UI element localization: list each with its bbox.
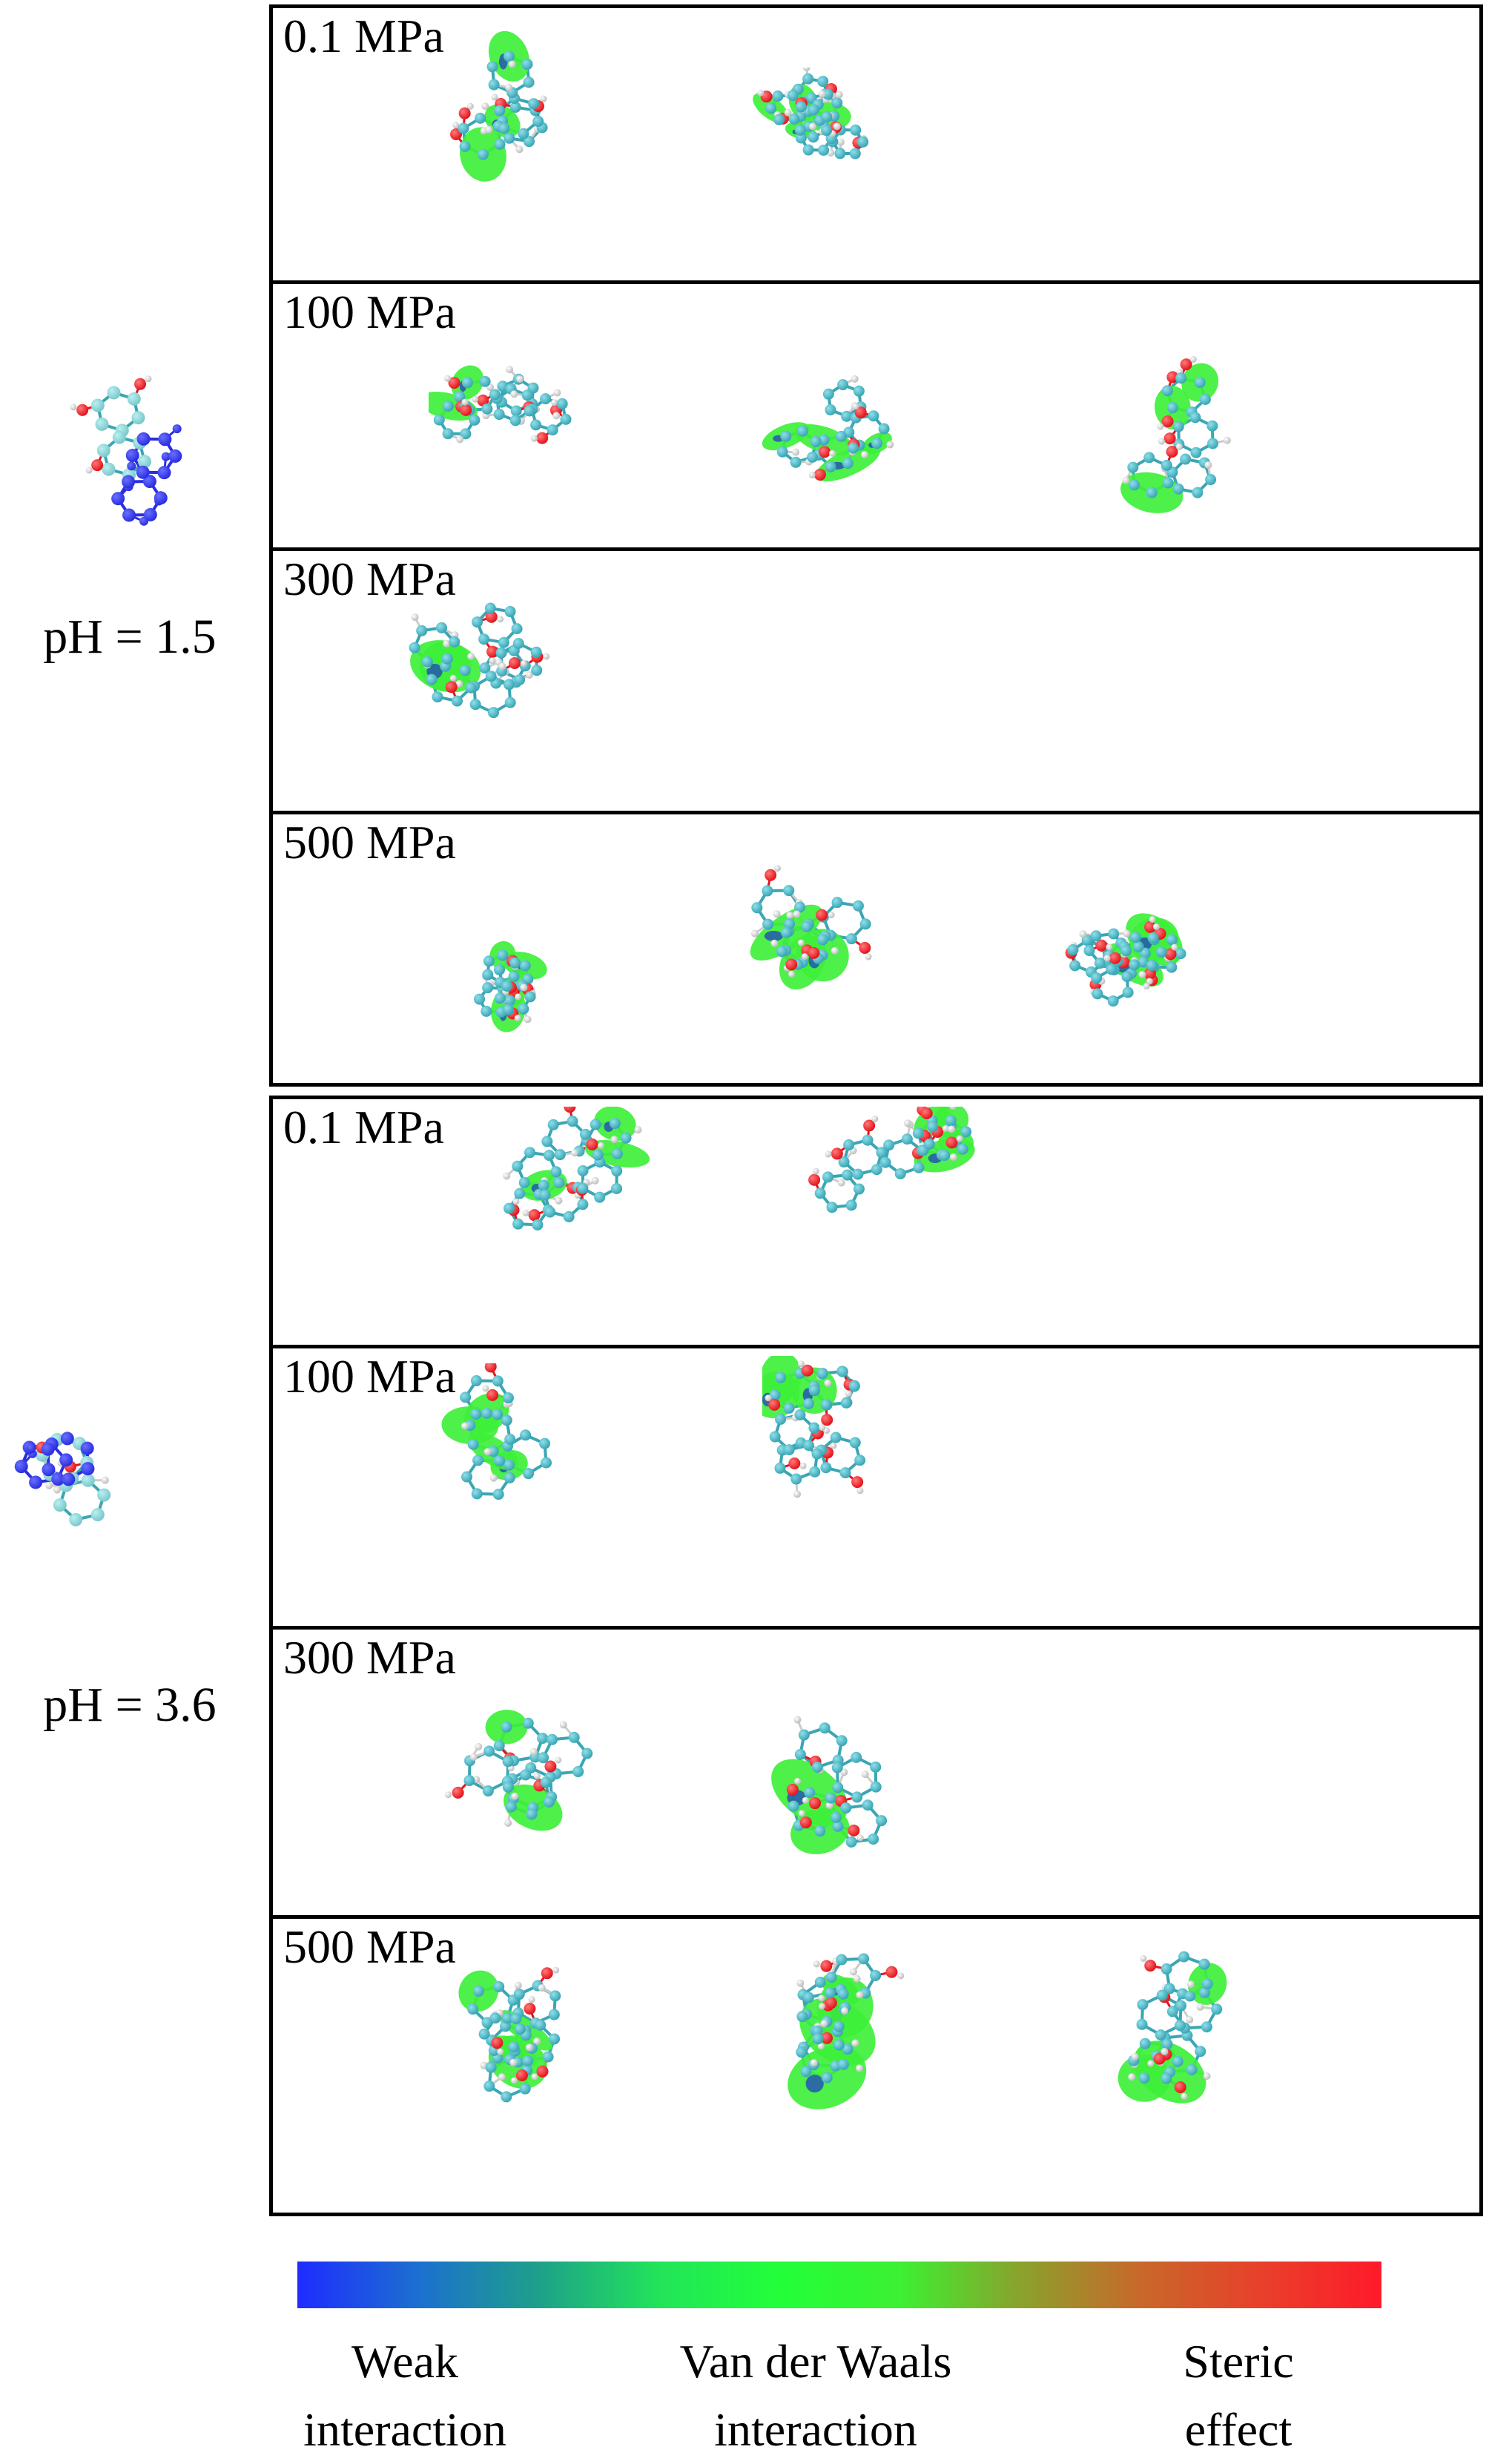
legend-label-weak: Weak interaction <box>303 2328 506 2464</box>
nci-structure <box>429 291 636 544</box>
panel-0-1-mpa: 0.1 MPa <box>273 8 1479 280</box>
pressure-panel-group-ph-3-6: 0.1 MPa 100 MPa 300 MPa 500 MPa <box>269 1096 1483 2216</box>
legend-line: interaction <box>680 2396 952 2464</box>
nci-structure <box>414 1949 696 2193</box>
panel-300-mpa: 300 MPa <box>273 1626 1479 1915</box>
nci-colorbar <box>297 2262 1381 2308</box>
nci-structure <box>399 566 651 803</box>
ph-label: pH = 1.5 <box>0 613 260 662</box>
pressure-label: 100 MPa <box>283 1353 456 1400</box>
panel-300-mpa: 300 MPa <box>273 547 1479 811</box>
legend-line: Van der Waals <box>680 2328 952 2396</box>
nci-structure <box>762 1356 1000 1615</box>
legend-line: Weak <box>303 2328 506 2396</box>
pressure-panel-group-ph-1-5: 0.1 MPa 100 MPa 300 MPa 500 MPa <box>269 4 1483 1087</box>
panel-500-mpa: 500 MPa <box>273 1915 1479 2213</box>
legend-label-steric: Steric effect <box>1183 2328 1293 2464</box>
nci-structure <box>736 1941 1018 2201</box>
legend-line: effect <box>1183 2396 1293 2464</box>
nci-structure <box>369 896 718 1074</box>
panel-500-mpa: 500 MPa <box>273 811 1479 1090</box>
nci-structure <box>725 1644 1022 1904</box>
nci-structure <box>436 1107 688 1337</box>
ph-label: pH = 3.6 <box>0 1681 260 1730</box>
nci-structure <box>740 67 1007 246</box>
pressure-label: 500 MPa <box>283 819 456 866</box>
nci-structure <box>1059 1941 1333 2201</box>
nci-structure <box>406 30 673 268</box>
panel-0-1-mpa: 0.1 MPa <box>273 1099 1479 1345</box>
legend-line: interaction <box>303 2396 506 2464</box>
panel-100-mpa: 100 MPa <box>273 1345 1479 1626</box>
nci-structure <box>436 1363 688 1615</box>
pressure-label: 0.1 MPa <box>283 1104 444 1151</box>
legend-line: Steric <box>1183 2328 1293 2396</box>
molecule-render <box>7 1423 227 1629</box>
nci-structure <box>762 1107 992 1337</box>
ligand-complex-ph-3-6 <box>7 1423 227 1629</box>
legend-label-van-der-waals: Van der Waals interaction <box>680 2328 952 2464</box>
nci-structure <box>1048 874 1374 1081</box>
molecule-render <box>33 315 228 569</box>
nci-structure <box>736 829 1018 1081</box>
panel-100-mpa: 100 MPa <box>273 280 1479 547</box>
nci-structure <box>1089 314 1356 544</box>
nci-structure <box>762 291 970 544</box>
ligand-complex-ph-1-5 <box>33 315 228 569</box>
nci-structure <box>421 1644 703 1904</box>
